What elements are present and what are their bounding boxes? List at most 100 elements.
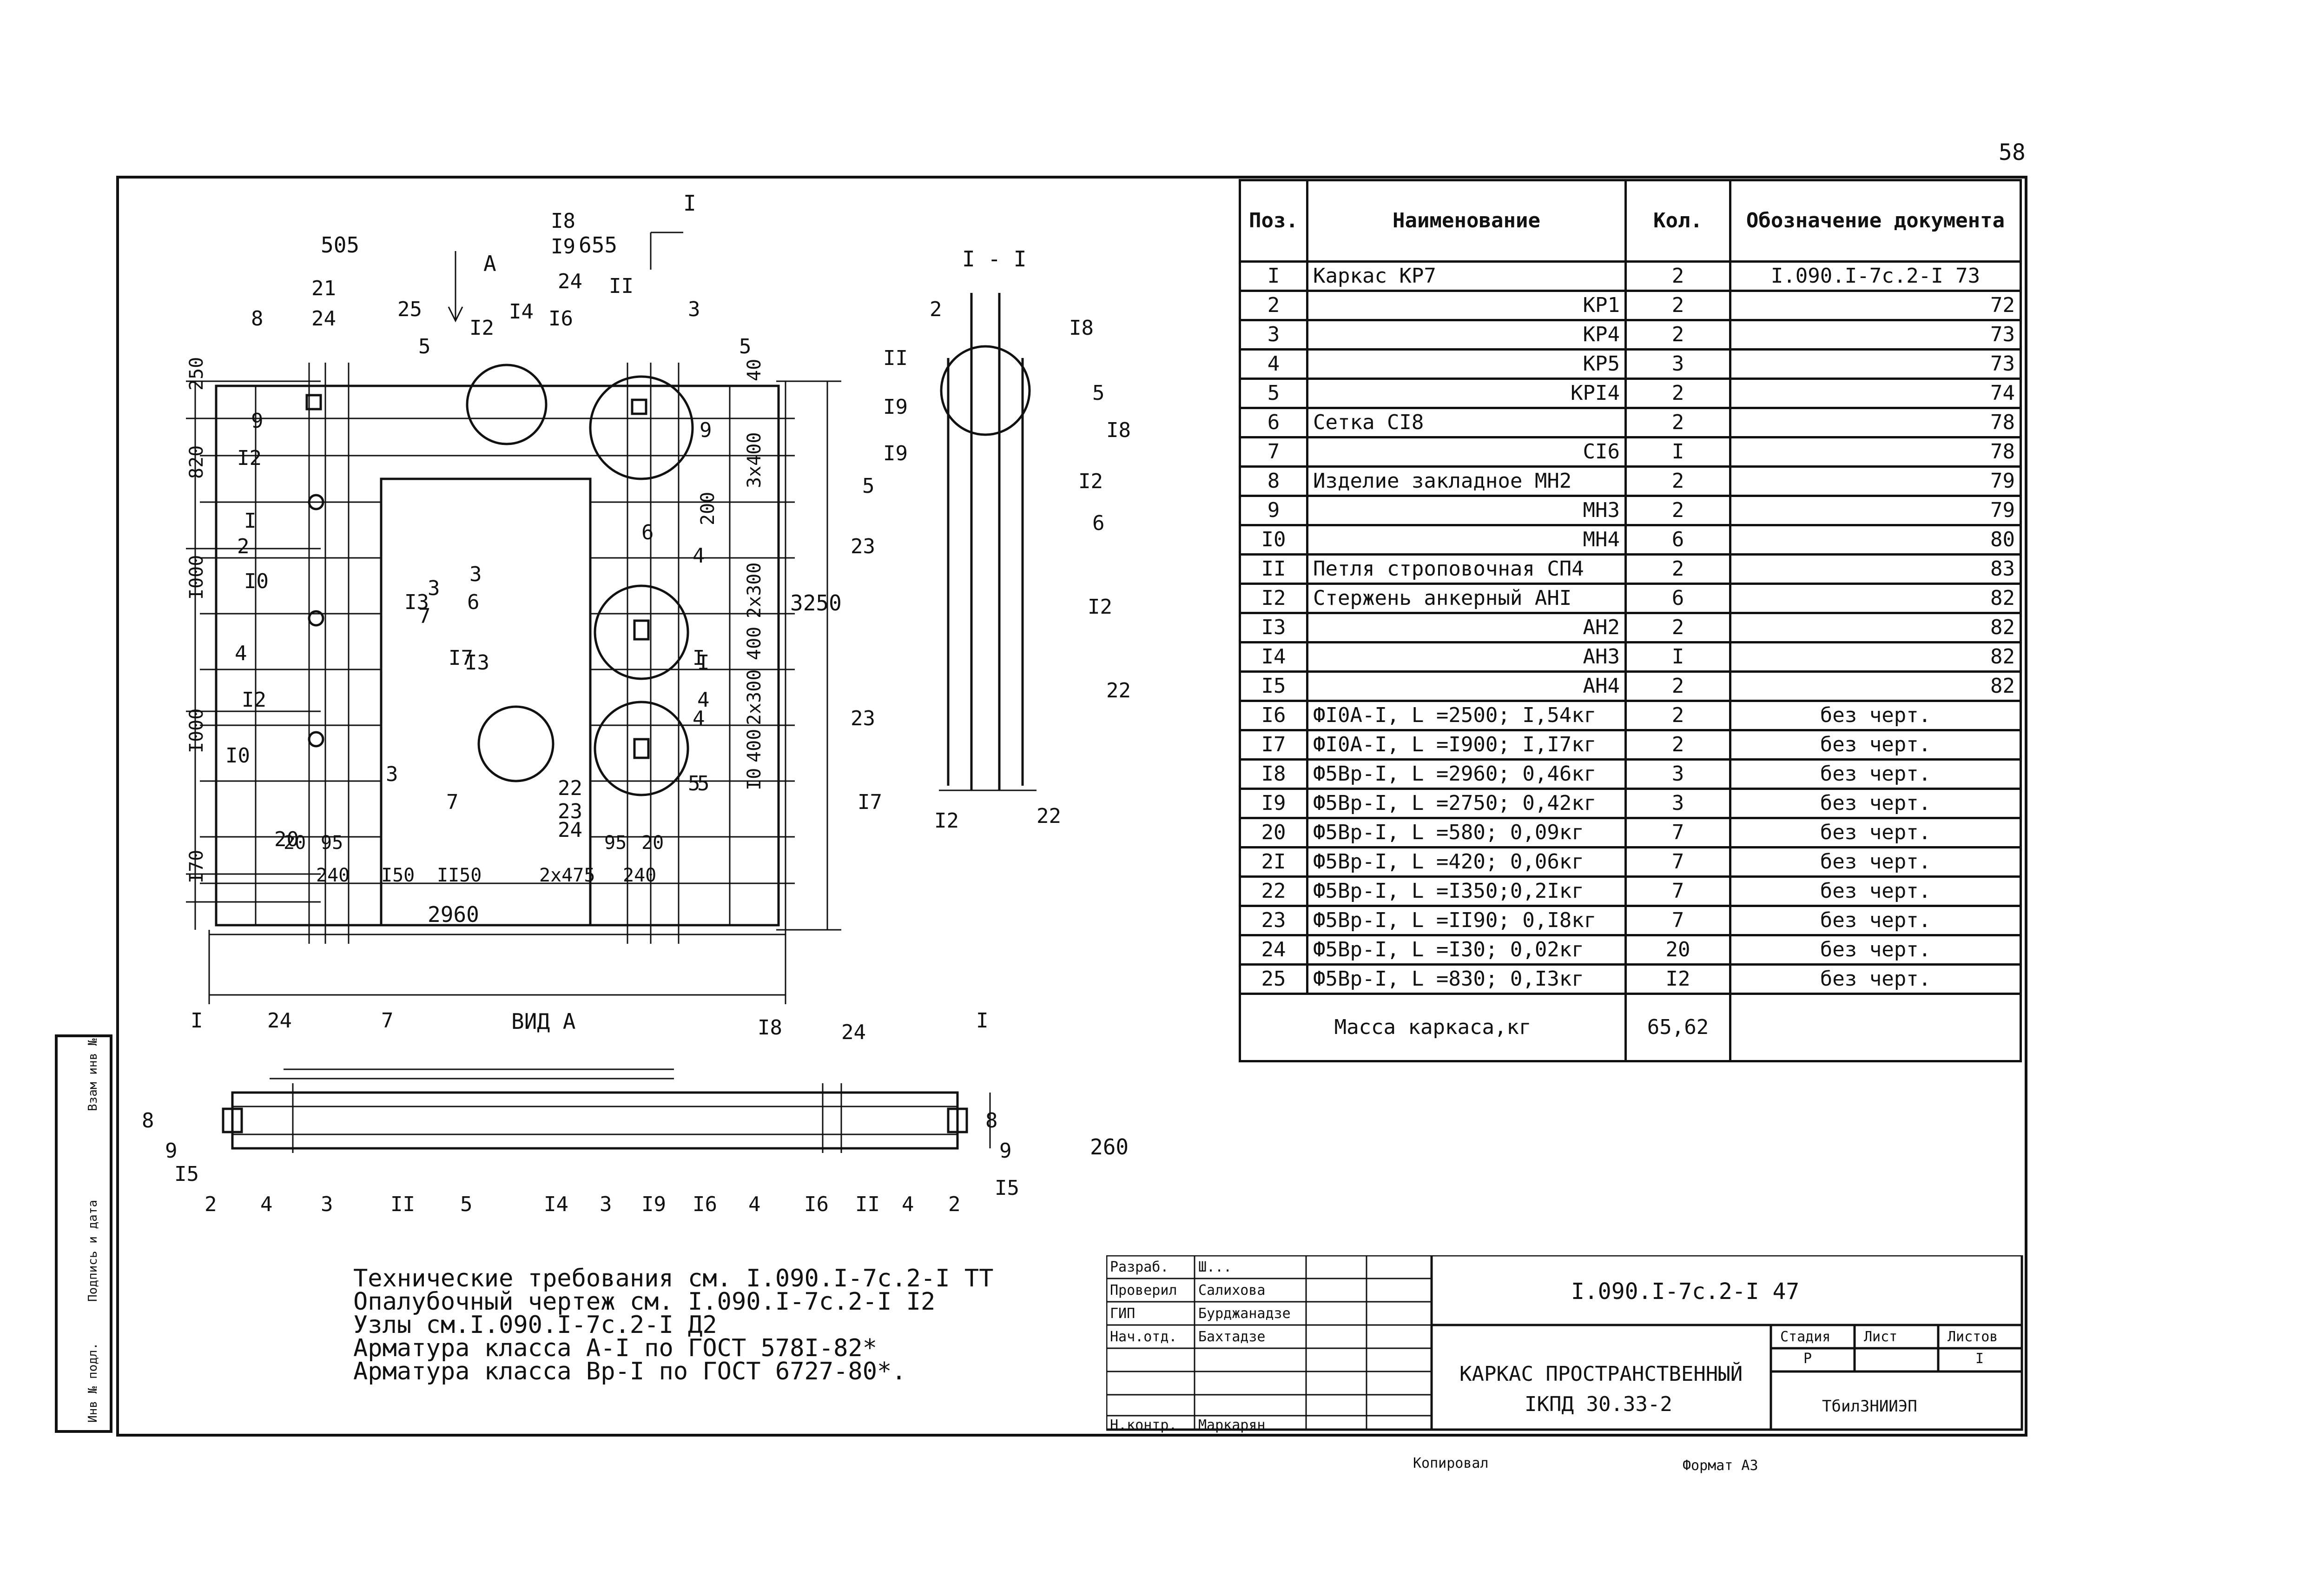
callout-label: 3	[600, 1192, 612, 1216]
spec-qty: 2	[1624, 729, 1731, 761]
spec-name: Ф5Вр-I, L =2750; 0,42кг	[1306, 788, 1627, 819]
dimension-label: 820	[186, 445, 207, 479]
spec-qty: 2	[1624, 378, 1731, 409]
callout-label: 4	[693, 544, 705, 568]
spec-doc: без черт.	[1729, 788, 2022, 819]
dimension-label: 240	[316, 865, 350, 886]
spec-qty: I2	[1624, 963, 1731, 995]
callout-label: I	[697, 651, 710, 675]
callout-label: 3	[321, 1192, 333, 1216]
spec-name: Стержень анкерный АНI	[1306, 583, 1627, 614]
callout-label: I	[244, 509, 257, 533]
side-stamp-inventory: Инв № подл.	[86, 1342, 100, 1423]
spec-doc: без черт.	[1729, 846, 2022, 878]
spec-name: Ф5Вр-I, L =I30; 0,02кг	[1306, 934, 1627, 966]
spec-qty: 7	[1624, 846, 1731, 878]
spec-pos: I6	[1239, 700, 1308, 731]
spec-name: КР1	[1306, 290, 1627, 321]
stage-value: Р	[1803, 1351, 1812, 1367]
spec-qty: 2	[1624, 612, 1731, 643]
spec-pos: I4	[1239, 641, 1308, 673]
spec-pos: 9	[1239, 495, 1308, 526]
spec-doc: 79	[1729, 495, 2022, 526]
spec-doc: без черт.	[1729, 905, 2022, 936]
role-name: Салихова	[1198, 1282, 1266, 1298]
spec-qty: I	[1624, 436, 1731, 468]
callout-label: 4	[748, 1192, 761, 1216]
dimension-label: 3x400	[744, 432, 765, 488]
plan-bars	[200, 363, 795, 944]
callout-label: I2	[469, 316, 494, 340]
plan-opening	[380, 477, 592, 927]
role-label: Н.контр.	[1110, 1417, 1177, 1433]
callout-label: 7	[381, 1009, 394, 1033]
callout-label: 8	[985, 1109, 998, 1133]
callout-label: 24	[841, 1020, 866, 1044]
drawing-frame	[116, 176, 2027, 1437]
spec-name: Петля строповочная СП4	[1306, 553, 1627, 585]
spec-doc: без черт.	[1729, 963, 2022, 995]
col-pos-header: Поз.	[1239, 179, 1308, 263]
dimension-label: I0	[744, 768, 765, 790]
spec-name: ФI0А-I, L =2500; I,54кг	[1306, 700, 1627, 731]
plan-view-drawing	[186, 232, 841, 1004]
spec-qty: 20	[1624, 934, 1731, 966]
callout-label: I2	[242, 688, 266, 712]
dimension-label: II50	[437, 865, 482, 886]
spec-doc: 82	[1729, 670, 2022, 702]
callout-label: II	[609, 274, 634, 298]
callout-label: I9	[883, 442, 908, 465]
callout-label: 2	[205, 1192, 217, 1216]
callout-label: I5	[174, 1162, 199, 1186]
callout-label: 5	[697, 772, 710, 795]
callout-label: 9	[251, 409, 264, 433]
spec-pos: 2I	[1239, 846, 1308, 878]
spec-pos: 4	[1239, 348, 1308, 380]
callout-label: I8	[1106, 418, 1131, 442]
spec-name: Ф5Вр-I, L =580; 0,09кг	[1306, 817, 1627, 848]
view-a-drawing	[222, 1068, 991, 1153]
callout-label: 3	[386, 762, 398, 786]
callout-label: I8	[551, 209, 575, 233]
dimension-label: 2x300	[744, 669, 765, 725]
spec-qty: I	[1624, 641, 1731, 673]
drawing-title: КАРКАС ПРОСТРАНСТВЕННЫЙ	[1459, 1362, 1743, 1386]
note-line: Узлы см.I.090.I-7с.2-I Д2	[353, 1311, 717, 1339]
spec-doc: 82	[1729, 583, 2022, 614]
callout-label: I2	[934, 809, 959, 833]
spec-doc: без черт.	[1729, 875, 2022, 907]
callout-label: 22	[1037, 804, 1061, 828]
spec-doc: без черт.	[1729, 729, 2022, 761]
dimension-label: 400	[744, 729, 765, 762]
drawing-subtitle: IКПД 30.33-2	[1525, 1392, 1672, 1416]
callout-label: 5	[739, 335, 752, 358]
spec-name: АН3	[1306, 641, 1627, 673]
dim-total-width: 2960	[428, 902, 479, 927]
spec-qty: 3	[1624, 758, 1731, 790]
callout-label: 4	[697, 688, 710, 712]
spec-pos: 3	[1239, 319, 1308, 351]
callout-label: I	[976, 1009, 989, 1033]
callout-label: 3	[688, 298, 700, 321]
callout-label: 3	[469, 563, 482, 586]
spec-qty: 2	[1624, 670, 1731, 702]
callout-label: 2	[237, 535, 250, 558]
spec-pos: I	[1239, 260, 1308, 292]
spec-pos: 23	[1239, 905, 1308, 936]
spec-doc: 83	[1729, 553, 2022, 585]
spec-doc: 79	[1729, 465, 2022, 497]
callout-label: 2	[948, 1192, 961, 1216]
callout-label: 2	[930, 298, 942, 321]
callout-label: 5	[460, 1192, 473, 1216]
